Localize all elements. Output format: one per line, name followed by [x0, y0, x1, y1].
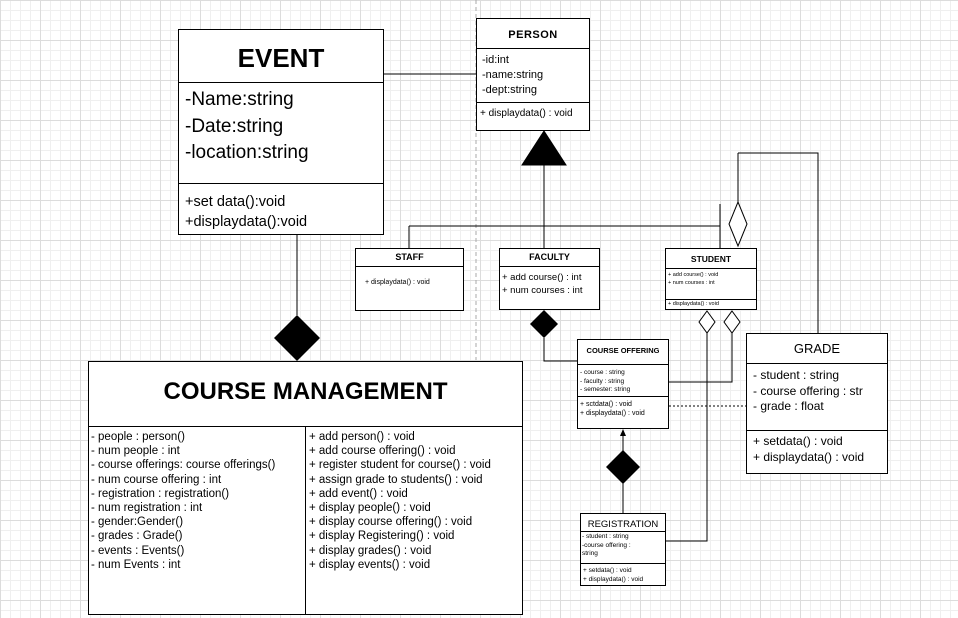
class-faculty[interactable]: FACULTY + add course() : int + num cours…: [499, 248, 600, 310]
operation: + num courses : int: [502, 285, 583, 296]
attribute: - student : string: [582, 533, 629, 540]
composition-faculty-offering: [543, 338, 577, 362]
class-registration-operations: + setdata() : void + displaydata() : voi…: [581, 563, 665, 584]
operation: + displaydata() : void: [580, 410, 645, 417]
class-registration[interactable]: REGISTRATION - student : string -course …: [580, 513, 666, 586]
operation: + display grades() : void: [309, 544, 432, 557]
operation: + display Registering() : void: [309, 530, 455, 543]
attribute: - semester: string: [580, 386, 631, 393]
class-student-name: STUDENT: [690, 254, 732, 264]
class-course-offering-name: COURSE OFFERING: [586, 346, 660, 355]
attribute: - faculty : string: [580, 377, 625, 385]
attribute: -course offering : string: [582, 541, 631, 558]
attribute: - registration : registration(): [91, 487, 230, 500]
class-course-offering[interactable]: COURSE OFFERING - course : string - facu…: [577, 339, 669, 429]
operation: + displaydata() : void: [668, 301, 719, 307]
class-course-management-operations: + add person() : void + add course offer…: [306, 427, 522, 614]
operation: + setdata() : void: [583, 567, 632, 574]
aggregation-student-registration: [666, 333, 708, 542]
operation: +displaydata():void: [185, 214, 308, 230]
class-person-attributes: -id:int -name:string -dept:string: [477, 48, 589, 102]
attribute: - num registration : int: [91, 502, 203, 515]
operation: + assign grade to students() : void: [309, 473, 483, 486]
attribute: -location:string: [185, 142, 309, 163]
class-event-attributes: -Name:string -Date:string -location:stri…: [179, 82, 383, 183]
operation: + displaydata() : void: [583, 575, 644, 583]
class-course-management-name: COURSE MANAGEMENT: [163, 378, 448, 405]
class-event[interactable]: EVENT -Name:string -Date:string -locatio…: [178, 29, 384, 235]
operation: + add person() : void: [309, 431, 415, 443]
attribute: + num courses : int: [668, 279, 715, 286]
operation: + display events() : void: [309, 558, 431, 571]
attribute: -id:int: [482, 54, 509, 66]
attribute: -name:string: [482, 69, 544, 81]
attribute: - grade : float: [753, 399, 824, 413]
class-grade-attributes: - student : string - course offering : s…: [747, 363, 887, 430]
attribute: -dept:string: [482, 84, 538, 96]
operation: + setdata() : void: [753, 434, 843, 448]
arrowhead-offering: [620, 429, 626, 436]
attribute: - student : string: [753, 368, 840, 382]
class-person-name: PERSON: [508, 29, 558, 41]
class-grade-name: GRADE: [793, 341, 841, 356]
attribute: - num course offering : int: [91, 473, 222, 486]
attribute: - people : person(): [91, 431, 185, 443]
composition-diamond-offering: [606, 450, 640, 484]
class-faculty-operations: + add course() : int + num courses : int: [500, 266, 599, 297]
aggregation-diamond-registration: [698, 310, 716, 334]
operation: + add course() : int: [502, 272, 582, 283]
class-staff[interactable]: STAFF + displaydata() : void: [355, 248, 464, 311]
attribute: - course offering : str: [753, 383, 863, 398]
operation: + register student for course() : void: [309, 459, 491, 472]
operation: +set data():void: [185, 194, 286, 210]
class-course-offering-attributes: - course : string - faculty : string - s…: [578, 364, 668, 396]
attribute: - course offerings: course offerings(): [91, 459, 276, 472]
attribute: - course : string: [580, 369, 625, 376]
attribute: + add course() : void: [668, 272, 719, 278]
class-event-name: EVENT: [237, 43, 325, 73]
class-grade-operations: + setdata() : void + displaydata() : voi…: [747, 430, 887, 465]
operation: + display course offering() : void: [309, 516, 473, 529]
attribute: -Name:string: [185, 89, 294, 110]
operation: + add course offering() : void: [309, 445, 456, 458]
operation: + displaydata() : void: [365, 279, 430, 286]
generalization-arrowhead: [521, 130, 567, 166]
aggregation-student-grade: [738, 152, 819, 333]
attribute: - num Events : int: [91, 558, 181, 571]
attribute: - grades : Grade(): [91, 530, 183, 543]
class-registration-name: REGISTRATION: [587, 519, 659, 530]
class-course-management-attributes: - people : person() - num people : int -…: [89, 427, 306, 614]
operation: + sctdata() : void: [580, 401, 632, 408]
class-staff-operations: + displaydata() : void: [356, 266, 463, 288]
class-course-management-body: - people : person() - num people : int -…: [89, 426, 522, 614]
operation: + display people() : void: [309, 502, 431, 515]
class-course-management[interactable]: COURSE MANAGEMENT - people : person() - …: [88, 361, 523, 615]
generalization-person: [408, 165, 721, 248]
attribute: -Date:string: [185, 115, 284, 137]
aggregation-student-offering: [669, 333, 733, 383]
class-event-operations: +set data():void +displaydata():void: [179, 183, 383, 232]
class-course-offering-operations: + sctdata() : void + displaydata() : voi…: [578, 396, 668, 418]
aggregation-diamond-grade: [728, 200, 748, 248]
class-person[interactable]: PERSON -id:int -name:string -dept:string…: [476, 18, 590, 131]
class-grade[interactable]: GRADE - student : string - course offeri…: [746, 333, 888, 474]
attribute: - events : Events(): [91, 544, 185, 557]
class-student[interactable]: STUDENT + add course() : void + num cour…: [665, 248, 757, 310]
aggregation-diamond-offering: [723, 310, 741, 334]
class-person-operations: + displaydata() : void: [477, 102, 589, 121]
operation: + add event() : void: [309, 487, 408, 500]
attribute: - num people : int: [91, 445, 180, 458]
attribute: - gender:Gender(): [91, 516, 184, 529]
class-student-operations: + displaydata() : void: [666, 299, 756, 308]
operation: + displaydata() : void: [753, 449, 865, 464]
class-faculty-name: FACULTY: [529, 252, 570, 262]
composition-diamond-management: [274, 315, 320, 361]
class-staff-name: STAFF: [395, 252, 424, 262]
class-registration-attributes: - student : string -course offering : st…: [581, 531, 665, 563]
operation: + displaydata() : void: [480, 108, 573, 119]
composition-diamond-faculty: [530, 310, 558, 338]
class-student-attributes: + add course() : void + num courses : in…: [666, 268, 756, 299]
